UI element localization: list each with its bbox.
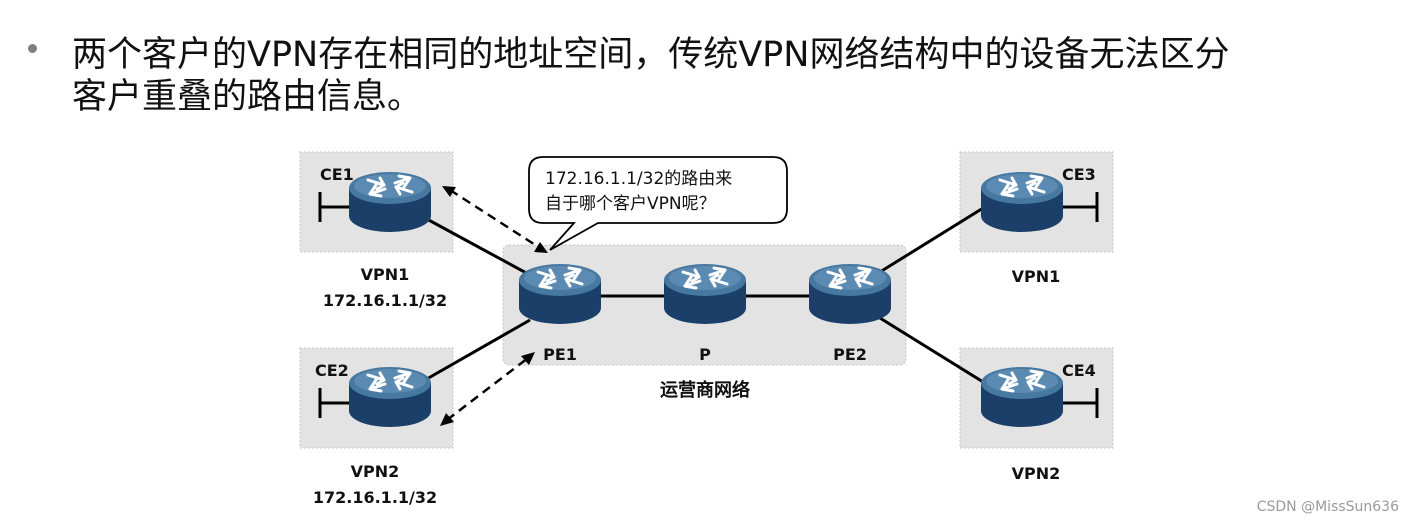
router-p-icon — [662, 262, 748, 326]
bullet-line-1: 两个客户的VPN存在相同的地址空间，传统VPN网络结构中的设备无法区分 — [72, 35, 1230, 75]
label-right-top-vpn: VPN1 — [1012, 267, 1061, 286]
router-pe2-icon — [807, 262, 893, 326]
arrowhead-vpn2-pe — [521, 352, 535, 365]
router-ce2-icon — [347, 365, 433, 429]
label-ce2: CE2 — [315, 361, 349, 380]
label-pe1: PE1 — [543, 345, 577, 364]
label-provider-network: 运营商网络 — [660, 379, 750, 401]
link-pe2-ce4 — [879, 316, 989, 387]
label-ce1: CE1 — [320, 165, 354, 184]
link-ce1-pe1 — [424, 216, 531, 277]
arrowhead-vpn2-ce — [440, 413, 454, 426]
label-left-bottom-prefix: 172.16.1.1/32 — [313, 488, 437, 507]
router-ce3-icon — [979, 170, 1065, 234]
label-left-top-prefix: 172.16.1.1/32 — [323, 291, 447, 310]
callout-bubble — [528, 156, 788, 251]
label-left-top-vpn: VPN1 — [361, 265, 410, 284]
arrowhead-vpn1-pe — [534, 242, 548, 253]
label-p: P — [699, 345, 711, 364]
route-advert-arrow-vpn1 — [449, 188, 541, 250]
arrowhead-vpn1-ce — [442, 186, 456, 197]
bullet-dot-icon — [28, 44, 37, 53]
watermark: CSDN @MissSun636 — [1256, 499, 1399, 515]
label-ce4: CE4 — [1062, 361, 1096, 380]
label-left-bottom-vpn: VPN2 — [351, 462, 400, 481]
bullet-text: 两个客户的VPN存在相同的地址空间，传统VPN网络结构中的设备无法区分 客户重叠… — [72, 34, 1372, 118]
label-right-bottom-vpn: VPN2 — [1012, 464, 1061, 483]
callout-line-2: 自于哪个客户VPN呢？ — [545, 194, 716, 214]
router-ce4-icon — [979, 365, 1065, 429]
bullet-line-2: 客户重叠的路由信息。 — [72, 77, 423, 117]
router-pe1-icon — [517, 262, 603, 326]
link-pe2-ce3 — [879, 203, 989, 274]
router-ce1-icon — [347, 170, 433, 234]
callout-line-1: 172.16.1.1/32的路由来 — [545, 169, 732, 189]
link-ce2-pe1 — [424, 318, 531, 382]
label-ce3: CE3 — [1062, 165, 1096, 184]
route-advert-arrow-vpn2 — [446, 357, 529, 421]
label-pe2: PE2 — [833, 345, 867, 364]
